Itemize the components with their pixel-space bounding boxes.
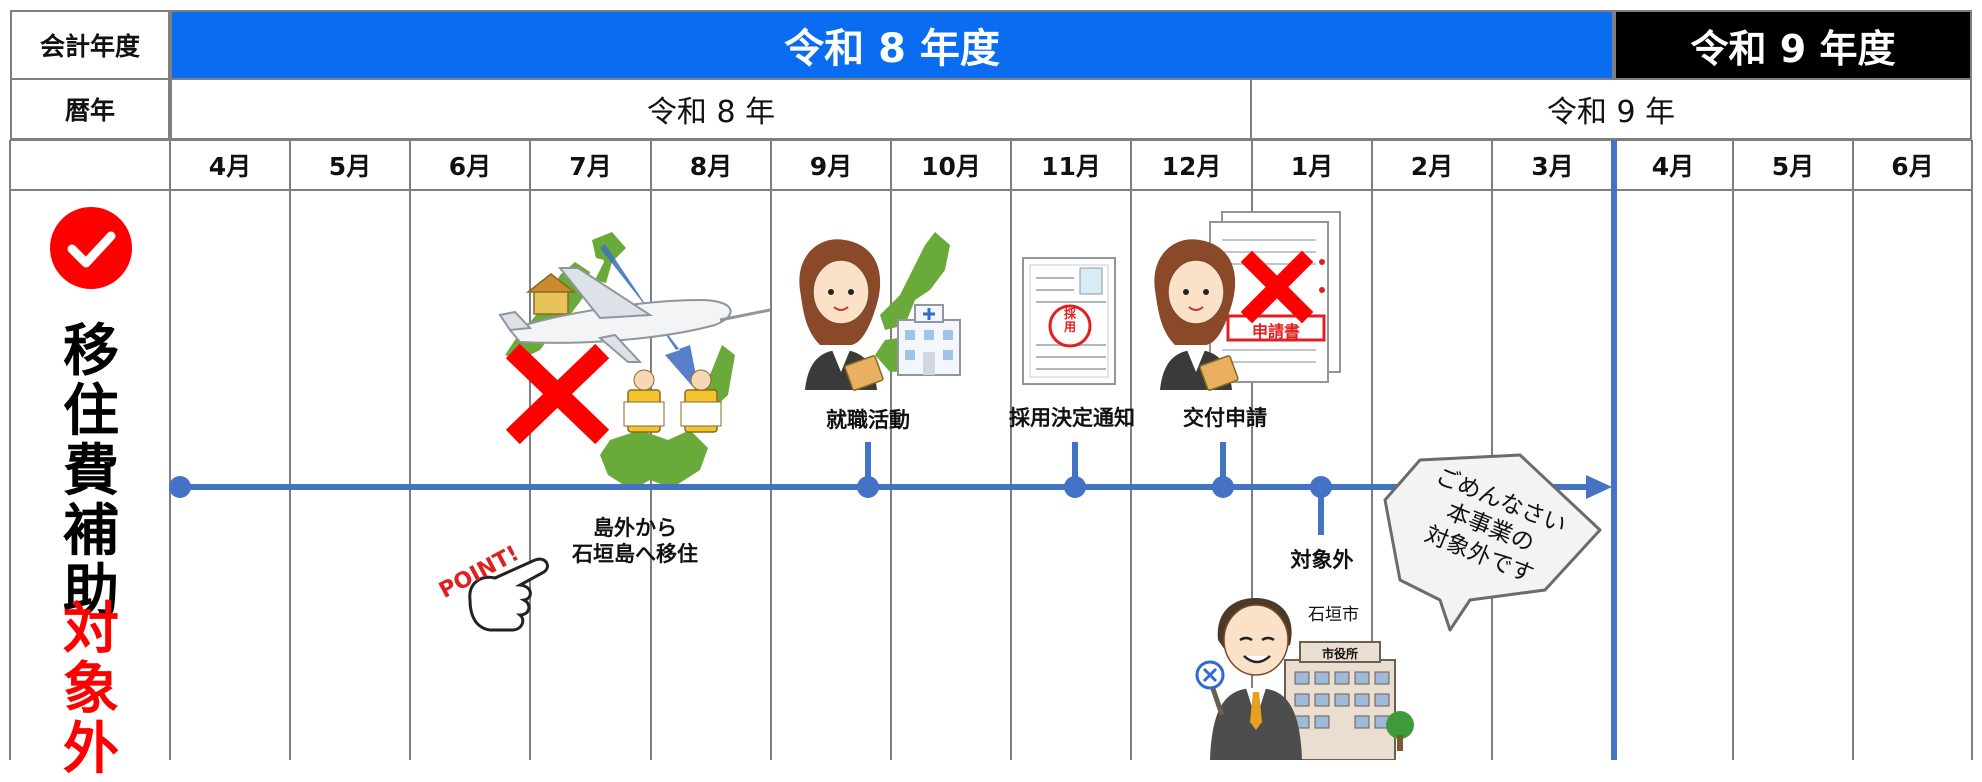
japan-map-icon: [505, 232, 626, 360]
month-label: 3月: [1531, 152, 1574, 181]
application-form-icon: [1209, 211, 1341, 383]
businesswoman-icon: [799, 239, 884, 391]
month-label: 7月: [569, 152, 612, 181]
city-hall-sign: 市役所: [1322, 647, 1359, 661]
month-label: 9月: [809, 152, 853, 181]
event-label-hiring-notice: 採用決定通知: [1009, 406, 1135, 430]
point-label: POINT!: [435, 541, 524, 604]
side-title-not-eligible: 対象外: [63, 597, 119, 782]
island-icon: [875, 232, 950, 372]
event-label-move: 島外から 石垣島へ移住: [572, 516, 698, 567]
businesswoman-icon: [1154, 239, 1239, 391]
fiscal-year-label: 会計年度: [10, 10, 170, 80]
calendar-year-label: 暦年: [10, 80, 170, 140]
cross-mark-icon: [505, 343, 610, 445]
calendar-year-r9: 令和 9 年: [1252, 80, 1972, 140]
move-arrow-icon: [600, 244, 700, 395]
island-icon: [600, 345, 735, 490]
month-label: 2月: [1410, 152, 1454, 181]
month-label: 8月: [689, 152, 733, 181]
timeline-start-dot: [169, 476, 191, 498]
city-label: 石垣市: [1308, 605, 1359, 625]
month-label: 4月: [1651, 152, 1695, 181]
side-title: 移住費補助: [63, 319, 119, 624]
timeline-diagram: 会計年度 令和 8 年度 令和 9 年度 暦年 令和 8 年 令和 9 年: [9, 10, 1973, 780]
month-label: 10月: [921, 152, 981, 181]
event-label-not-eligible: 対象外: [1290, 548, 1354, 572]
speech-bubble-text: ごめんなさい 本事業の 対象外です: [1421, 463, 1570, 589]
fiscal-year-r8: 令和 8 年度: [170, 10, 1614, 80]
businessman-icon: [1210, 597, 1302, 760]
month-label: 5月: [328, 152, 372, 181]
cross-paddle-icon: [1195, 660, 1225, 716]
house-icon: [525, 273, 577, 315]
month-label: 12月: [1161, 152, 1222, 181]
month-label: 5月: [1771, 152, 1815, 181]
hiring-stamp-label: 採 用: [1063, 307, 1076, 335]
movers-icon: [623, 369, 722, 433]
airplane-icon: [498, 267, 771, 363]
month-label: 4月: [208, 152, 252, 181]
application-form-label: 申請書: [1251, 322, 1300, 341]
month-label: 6月: [448, 152, 492, 181]
hospital-icon: [897, 304, 961, 376]
fiscal-year-r9: 令和 9 年度: [1614, 10, 1972, 80]
event-label-application: 交付申請: [1183, 406, 1267, 430]
calendar-year-r8: 令和 8 年: [170, 80, 1252, 140]
cross-mark-icon: [1240, 250, 1314, 324]
month-label: 1月: [1290, 152, 1334, 181]
event-label-job-hunting: 就職活動: [826, 408, 910, 432]
month-label: 11月: [1041, 152, 1101, 181]
month-label: 6月: [1891, 152, 1934, 181]
check-circle-icon: [50, 207, 132, 289]
tree-icon: [1386, 711, 1414, 751]
